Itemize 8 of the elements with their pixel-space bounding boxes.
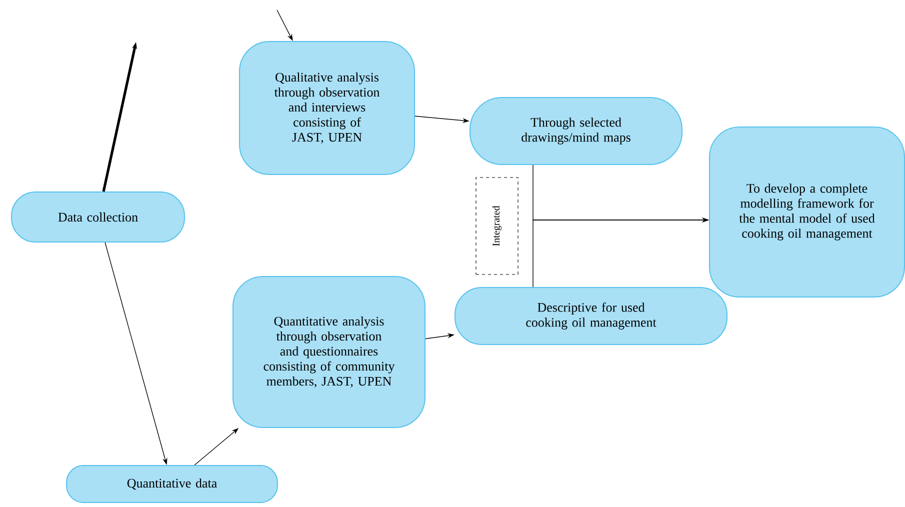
rounded-box: To develop a complete modelling framework for the mental model of used cooking oil management [709, 126, 905, 298]
rounded-box: Qualitative analysis through observation and interviews consisting of JAST, UPEN [239, 41, 415, 175]
rounded-box: Quantitative analysis through observation and questionnaires consisting of community members, JAST, UPEN [232, 276, 426, 428]
dashed-box: Integrated [476, 177, 518, 275]
rounded-box: Descriptive for used cooking oil management [454, 287, 728, 345]
rounded-box: Quantitative data [66, 465, 278, 503]
rounded-box: Through selected drawings/mind maps [470, 97, 682, 165]
rounded-box: Data collection [11, 192, 185, 242]
